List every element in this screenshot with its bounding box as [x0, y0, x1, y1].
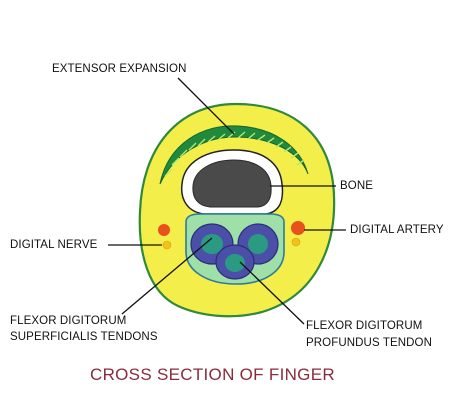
label-fds-line2: SUPERFICIALIS TENDONS — [10, 331, 158, 343]
leader-fds — [121, 237, 213, 315]
digital-nerve-right — [291, 237, 301, 247]
leader-fdp — [239, 261, 305, 325]
digital-nerve-left — [162, 240, 172, 250]
fdp-tendon-core — [225, 254, 245, 272]
fds-tendon-right-core — [248, 234, 268, 254]
leader-extensor-expansion — [177, 77, 235, 135]
digital-artery-left — [158, 224, 170, 236]
label-fdp-line1: FLEXOR DIGITORUM — [306, 320, 423, 332]
figure-title: CROSS SECTION OF FINGER — [90, 365, 335, 384]
label-digital-nerve: DIGITAL NERVE — [10, 239, 98, 251]
bone-medulla — [192, 159, 272, 208]
label-fdp-line2: PROFUNDUS TENDON — [306, 337, 432, 349]
extensor-expansion-stripes — [164, 131, 305, 177]
label-bone: BONE — [340, 180, 373, 192]
digital-artery-right — [291, 221, 305, 235]
label-digital-artery: DIGITAL ARTERY — [350, 224, 444, 236]
fds-tendon-left-core — [201, 234, 223, 254]
label-extensor-expansion: EXTENSOR EXPANSION — [52, 63, 187, 75]
label-fds-line1: FLEXOR DIGITORUM — [10, 315, 127, 327]
